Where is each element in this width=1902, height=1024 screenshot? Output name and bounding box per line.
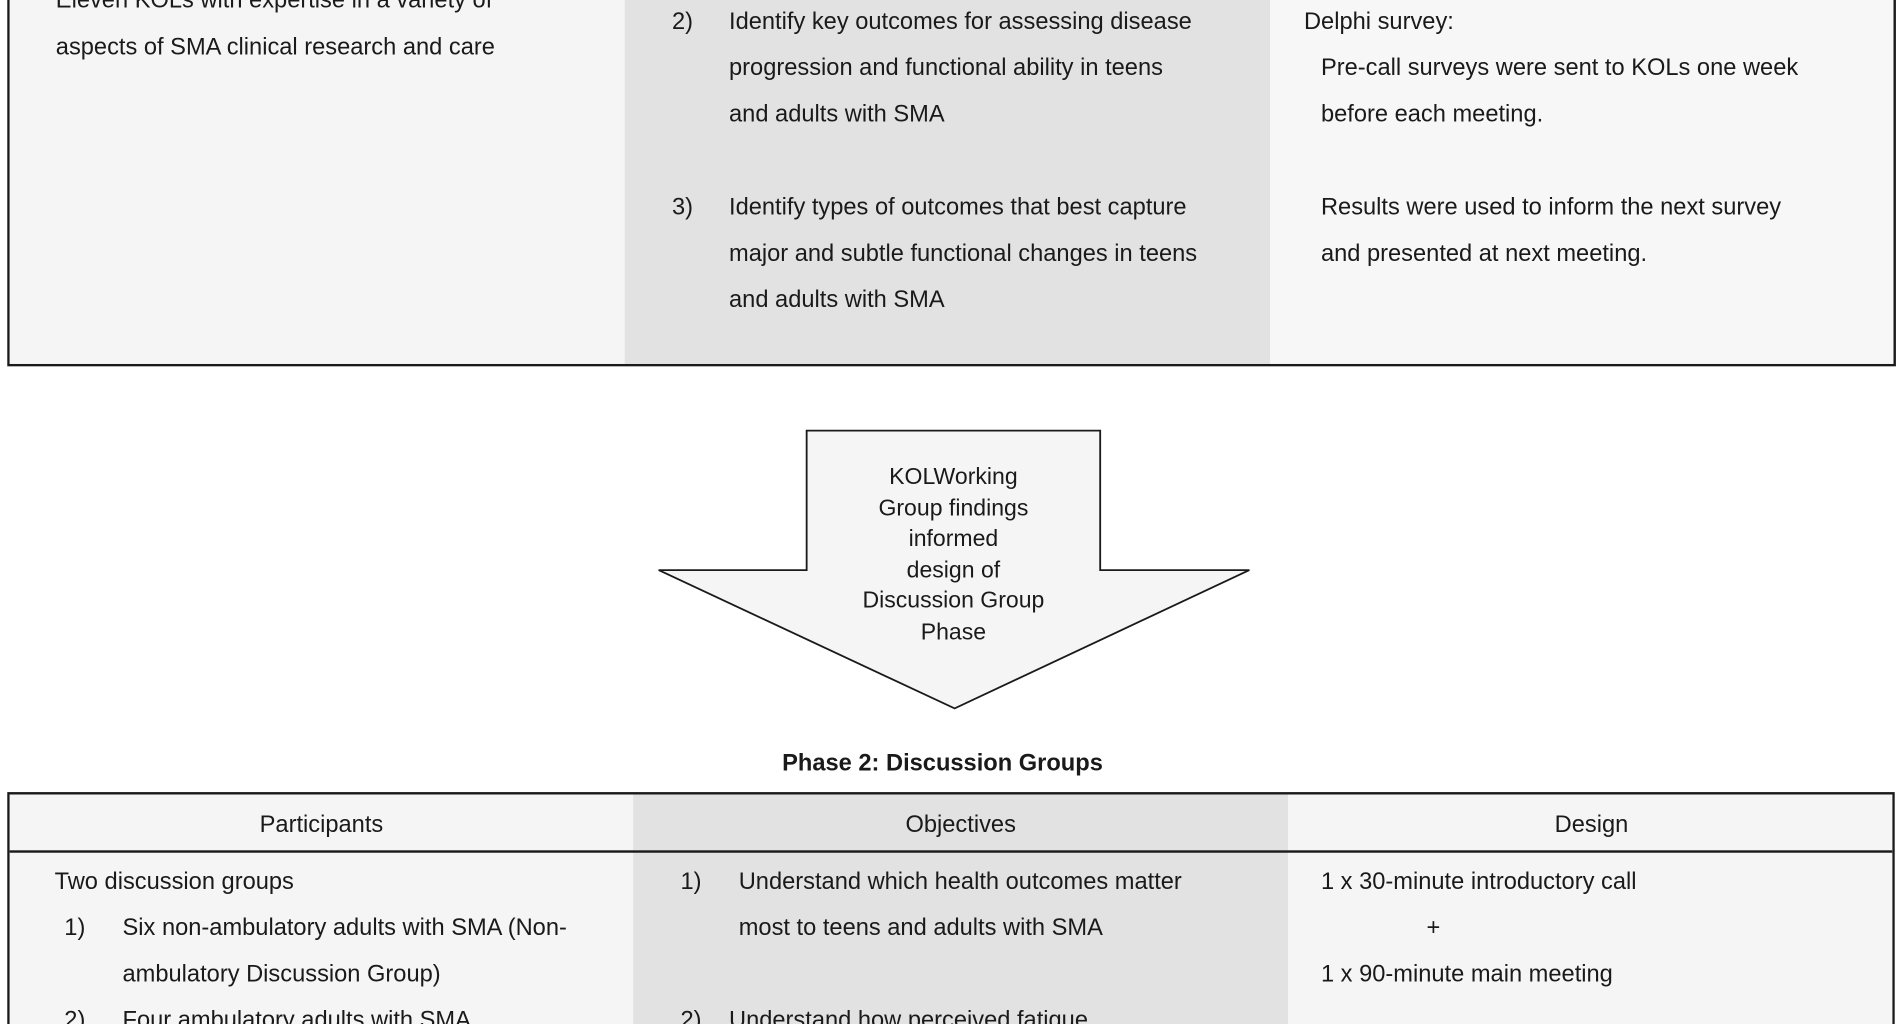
- design-heading: Delphi survey:: [1303, 8, 1454, 36]
- header-design: Design: [1554, 811, 1629, 839]
- objective-line: and adults with SMA: [729, 100, 945, 128]
- design-plus: +: [1426, 914, 1441, 942]
- objective-number: 2): [672, 8, 694, 36]
- participant-line: ambulatory Discussion Group): [122, 960, 441, 988]
- participant-line: Four ambulatory adults with SMA: [122, 1006, 471, 1024]
- participant-number: 2): [64, 1006, 86, 1024]
- objective-line: and adults with SMA: [729, 286, 945, 313]
- objective-line: Identify key outcomes for assessing dise…: [729, 8, 1192, 36]
- objective-line: Understand which health outcomes matter: [738, 868, 1182, 896]
- objective-line: progression and functional ability in te…: [729, 54, 1163, 82]
- design-line: 1 x 30-minute introductory call: [1320, 868, 1637, 896]
- design-line: and presented at next meeting.: [1320, 240, 1648, 267]
- participant-line: Six non-ambulatory adults with SMA (Non-: [122, 914, 567, 942]
- down-arrow-shape: [658, 429, 1250, 710]
- phase1-table: [7, 0, 1896, 367]
- arrow-line: Phase: [920, 619, 987, 646]
- objective-line: most to teens and adults with SMA: [738, 914, 1103, 942]
- phase1-participants-line: aspects of SMA clinical research and car…: [55, 33, 495, 61]
- objective-number: 1): [680, 868, 702, 896]
- design-line: Results were used to inform the next sur…: [1320, 194, 1782, 221]
- phase1-participants-line: Eleven KOLs with expertise in a variety …: [55, 0, 493, 14]
- phase2-title: Phase 2: Discussion Groups: [782, 749, 1103, 777]
- arrow-line: informed: [908, 526, 999, 553]
- objective-number: 2): [680, 1006, 702, 1024]
- phase2-table: [7, 792, 1895, 1024]
- design-line: Pre-call surveys were sent to KOLs one w…: [1320, 54, 1799, 82]
- design-line: 1 x 90-minute main meeting: [1320, 960, 1613, 988]
- header-participants: Participants: [259, 811, 384, 839]
- objective-line: Understand how perceived fatigue: [729, 1006, 1088, 1024]
- arrow-line: KOLWorking: [889, 464, 1018, 491]
- participants-intro: Two discussion groups: [54, 868, 294, 896]
- arrow-text: KOLWorking Group findings informed desig…: [807, 462, 1101, 648]
- header-objectives: Objectives: [905, 811, 1016, 839]
- design-line: before each meeting.: [1320, 100, 1544, 128]
- participant-number: 1): [64, 914, 86, 942]
- arrow-line: Discussion Group: [862, 588, 1045, 615]
- objective-number: 3): [672, 194, 694, 221]
- arrow-line: Group findings: [878, 495, 1029, 522]
- objective-line: Identify types of outcomes that best cap…: [729, 194, 1187, 221]
- objective-line: major and subtle functional changes in t…: [729, 240, 1198, 267]
- arrow-line: design of: [906, 557, 1001, 584]
